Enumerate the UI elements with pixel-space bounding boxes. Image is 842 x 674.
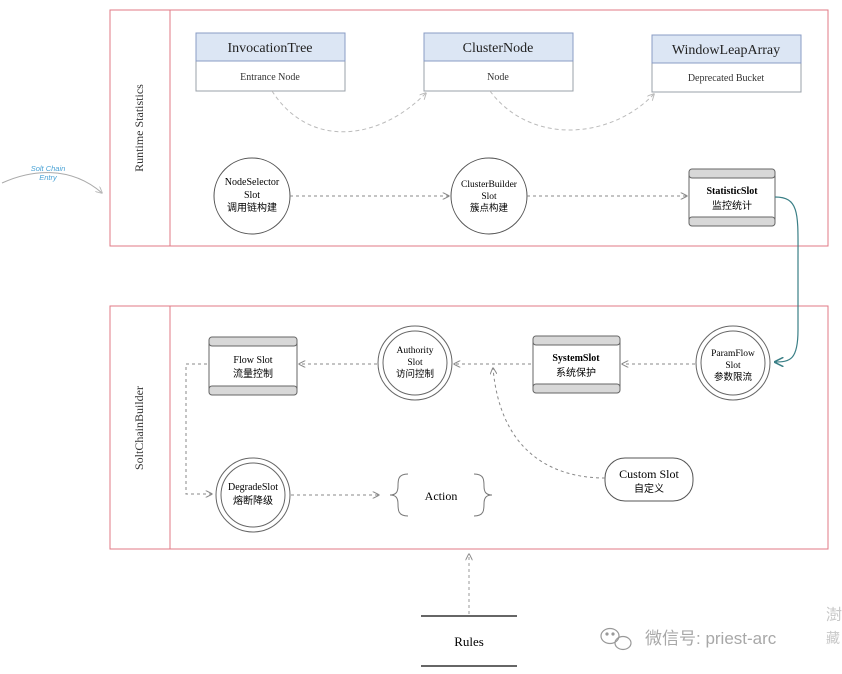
statistic-slot-line2: 监控统计: [712, 199, 752, 212]
node-selector-line3: 调用链构建: [227, 201, 277, 214]
entry-arrow: [1, 172, 102, 193]
invocation-to-cluster-connector: [271, 90, 426, 133]
wechat-icon: [600, 627, 632, 651]
custom-slot-line1: Custom Slot: [619, 467, 679, 481]
param-flow-line2: Slot: [725, 361, 741, 371]
entry-label: Solt Chain Entry: [31, 164, 66, 182]
solt-chain-builder-panel: SoltChainBuilder: [109, 305, 829, 550]
custom-slot-line2: 自定义: [634, 482, 664, 495]
degrade-line1: DegradeSlot: [228, 482, 278, 493]
param-flow-line3: 参数限流: [714, 371, 753, 383]
watermark-text: 微信号: priest-arc: [645, 629, 777, 648]
watermark: 微信号: priest-arc 澍 藏: [600, 606, 842, 651]
statistic-to-param-flow-connector: [775, 196, 799, 362]
param-flow-slot: ParamFlow Slot 参数限流: [695, 325, 771, 401]
runtime-statistics-label: Runtime Statistics: [132, 84, 146, 172]
window-leap-array-title: WindowLeapArray: [672, 43, 780, 58]
window-leap-array-node: WindowLeapArray Deprecated Bucket: [651, 34, 802, 93]
statistic-slot-line1: StatisticSlot: [706, 186, 758, 197]
degrade-line2: 熔断降级: [233, 494, 273, 507]
flow-slot-line1: Flow Slot: [233, 355, 272, 366]
cluster-to-window-connector: [489, 90, 654, 131]
degrade-slot: DegradeSlot 熔断降级: [215, 457, 291, 533]
invocation-tree-subtitle: Entrance Node: [240, 72, 300, 83]
entry-label-line2: Entry: [39, 173, 58, 182]
authority-line3: 访问控制: [396, 368, 434, 380]
cluster-builder-line2: Slot: [481, 192, 497, 202]
action-node: Action: [389, 473, 493, 517]
cluster-node-subtitle: Node: [487, 72, 509, 83]
system-slot: SystemSlot 系统保护: [532, 335, 621, 394]
authority-line2: Slot: [407, 358, 423, 368]
param-flow-line1: ParamFlow: [711, 349, 755, 359]
invocation-tree-node: InvocationTree Entrance Node: [195, 32, 346, 92]
system-slot-line2: 系统保护: [556, 366, 596, 379]
watermark-corner-bottom: 藏: [826, 630, 840, 646]
solt-chain-builder-label: SoltChainBuilder: [132, 386, 146, 470]
node-selector-line1: NodeSelector: [225, 177, 280, 188]
node-selector-slot: NodeSelector Slot 调用链构建: [213, 157, 291, 235]
cluster-builder-line3: 簇点构建: [470, 202, 509, 214]
cluster-builder-line1: ClusterBuilder: [461, 180, 518, 190]
rules-label: Rules: [454, 634, 484, 649]
flow-slot-line2: 流量控制: [233, 367, 273, 380]
cluster-builder-slot: ClusterBuilder Slot 簇点构建: [450, 157, 528, 235]
window-leap-array-subtitle: Deprecated Bucket: [688, 73, 765, 84]
statistic-slot: StatisticSlot 监控统计: [688, 168, 776, 227]
custom-to-chain-connector: [493, 368, 606, 479]
node-selector-line2: Slot: [244, 190, 260, 201]
custom-slot: Custom Slot 自定义: [604, 457, 694, 502]
system-slot-line1: SystemSlot: [552, 353, 600, 364]
flow-to-degrade-connector: [185, 363, 212, 494]
invocation-tree-title: InvocationTree: [227, 41, 312, 56]
action-label: Action: [425, 489, 458, 503]
cluster-node-title: ClusterNode: [463, 41, 534, 56]
authority-line1: Authority: [397, 346, 434, 356]
runtime-statistics-panel: Runtime Statistics: [109, 9, 829, 247]
entry-label-line1: Solt Chain: [31, 164, 66, 173]
watermark-corner-top: 澍: [826, 606, 842, 624]
authority-slot: Authority Slot 访问控制: [377, 325, 453, 401]
rules-node: Rules: [421, 615, 517, 667]
cluster-node-node: ClusterNode Node: [423, 32, 574, 92]
flow-slot: Flow Slot 流量控制: [208, 336, 298, 396]
